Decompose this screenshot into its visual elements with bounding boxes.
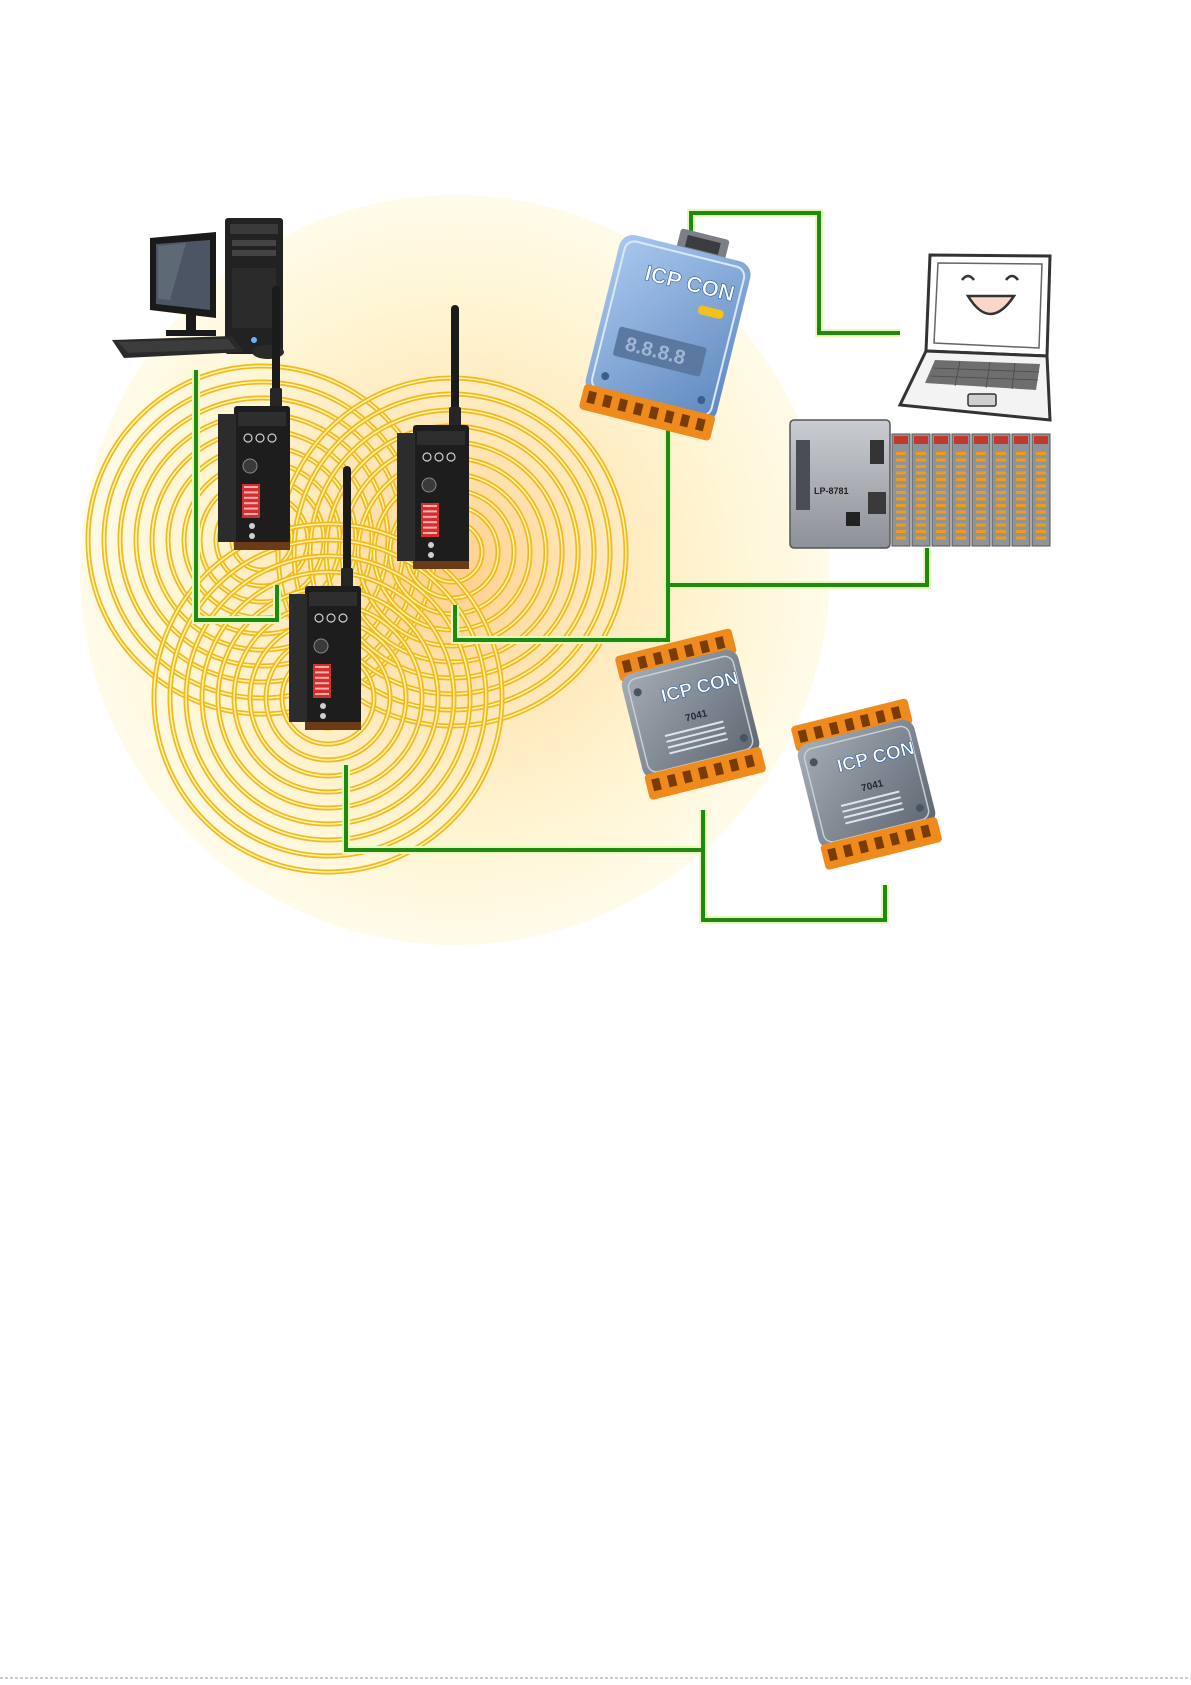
controller-model: LP-8781 (814, 486, 849, 496)
controller-rack: LP-8781 (790, 420, 1050, 548)
desktop-computer (112, 218, 284, 359)
rack-io-slots (892, 434, 1050, 546)
laptop-computer (900, 255, 1050, 420)
